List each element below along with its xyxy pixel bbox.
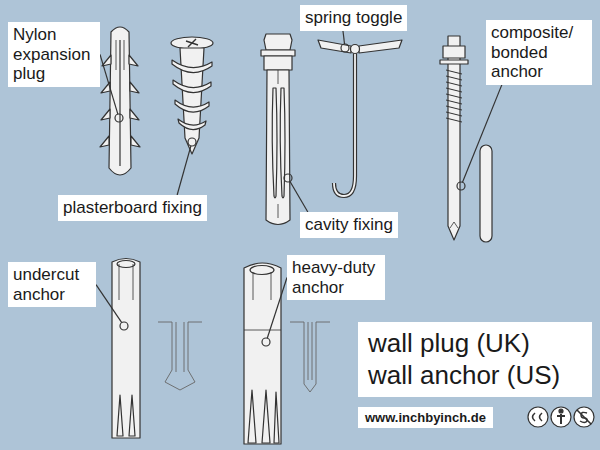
part-label: cavity fixing — [305, 215, 393, 235]
part-label: undercut anchor — [13, 265, 91, 304]
cavity-fixing-drawing — [278, 70, 279, 218]
heavy-duty-anchor-drawing — [244, 330, 281, 331]
plasterboard-fixing-drawing — [180, 48, 204, 154]
leader-dot — [120, 322, 128, 330]
leader-dot — [341, 44, 349, 52]
licence-icons — [533, 413, 543, 421]
spring-toggle-drawing — [351, 45, 360, 54]
composite-anchor-drawing — [440, 36, 492, 242]
composite-anchor-drawing — [450, 222, 458, 228]
plasterboard-fixing-drawing — [171, 37, 213, 154]
url-box: www.inchbyinch.de — [358, 407, 493, 428]
cavity-fixing-drawing — [261, 34, 295, 225]
plasterboard-fixing-drawing — [172, 60, 212, 130]
leader-line — [290, 181, 308, 212]
plasterboard-fixing-drawing — [171, 37, 213, 49]
leader-line — [267, 278, 287, 339]
licence-icons — [528, 407, 548, 427]
composite-anchor-drawing — [448, 36, 460, 240]
undercut-section-sketch — [176, 322, 184, 372]
label-box: heavy-duty anchor — [287, 255, 385, 300]
title-box: wall plug (UK) wall anchor (US) — [358, 322, 592, 397]
part-label: heavy-duty anchor — [292, 258, 380, 297]
heavy-duty-anchor-drawing — [250, 266, 274, 275]
spring-toggle-drawing — [318, 40, 402, 196]
leader-dot — [262, 338, 270, 346]
licence-icons — [557, 414, 565, 424]
leader-line — [96, 285, 122, 323]
undercut-anchor-drawing — [119, 264, 133, 300]
composite-anchor-drawing — [446, 70, 462, 122]
part-label: Nylon expansion plug — [13, 25, 95, 84]
cavity-fixing-drawing — [264, 34, 292, 50]
undercut-anchor-drawing — [117, 395, 135, 436]
label-box: composite/ bonded anchor — [486, 20, 592, 85]
licence-icons — [559, 409, 563, 413]
cavity-fixing-drawing — [264, 56, 292, 70]
heavy-duty-section-sketch — [290, 322, 330, 392]
cavity-fixing-drawing — [272, 88, 285, 198]
label-box: plasterboard fixing — [58, 195, 207, 221]
spring-toggle-drawing — [318, 40, 351, 53]
part-label: composite/ bonded anchor — [491, 23, 587, 82]
part-label: plasterboard fixing — [63, 198, 202, 218]
heavy-duty-section-sketch — [308, 322, 312, 380]
label-box: undercut anchor — [8, 262, 96, 307]
licence-icons — [528, 407, 594, 427]
licence-icons — [577, 410, 591, 424]
illustration — [100, 27, 594, 444]
leader-dot — [188, 138, 196, 146]
nylon-plug-drawing — [116, 40, 124, 70]
label-box: Nylon expansion plug — [8, 22, 100, 87]
spring-toggle-drawing — [359, 40, 402, 53]
heavy-duty-anchor-drawing — [248, 390, 279, 443]
undercut-anchor-drawing — [117, 261, 135, 268]
licence-icons — [551, 407, 571, 427]
composite-anchor-drawing — [440, 60, 468, 64]
cavity-fixing-drawing — [266, 70, 290, 225]
leader-line — [462, 85, 501, 183]
leader-line — [100, 54, 118, 114]
leader-line — [343, 31, 345, 44]
spring-toggle-drawing — [334, 52, 355, 196]
leader-line — [177, 146, 191, 195]
licence-icons — [574, 407, 594, 427]
website-label: www.inchbyinch.de — [365, 410, 486, 425]
leader-dot — [115, 114, 123, 122]
heavy-duty-anchor-drawing — [253, 272, 271, 300]
part-label: spring toggle — [305, 8, 402, 28]
nylon-plug-drawing — [119, 40, 120, 166]
heavy-duty-section-sketch — [290, 322, 330, 392]
nylon-plug-drawing — [109, 27, 131, 175]
label-box: cavity fixing — [300, 212, 398, 238]
heavy-duty-anchor-drawing — [244, 263, 281, 444]
spring-toggle-drawing — [334, 52, 355, 196]
undercut-anchor-drawing — [112, 259, 140, 439]
nylon-plug-drawing — [100, 27, 140, 175]
leader-dot — [284, 174, 292, 182]
composite-anchor-drawing — [443, 46, 465, 58]
undercut-section-sketch — [158, 322, 202, 390]
composite-anchor-drawing — [480, 145, 492, 242]
cavity-fixing-drawing — [261, 50, 295, 56]
undercut-section-sketch — [158, 322, 202, 390]
plasterboard-fixing-drawing — [186, 39, 198, 47]
title: wall plug (UK) wall anchor (US) — [368, 328, 573, 391]
undercut-anchor-drawing — [112, 259, 140, 439]
label-box: spring toggle — [300, 5, 407, 31]
heavy-duty-anchor-drawing — [244, 263, 281, 444]
leader-dot — [457, 182, 465, 190]
licence-icons — [580, 412, 587, 422]
